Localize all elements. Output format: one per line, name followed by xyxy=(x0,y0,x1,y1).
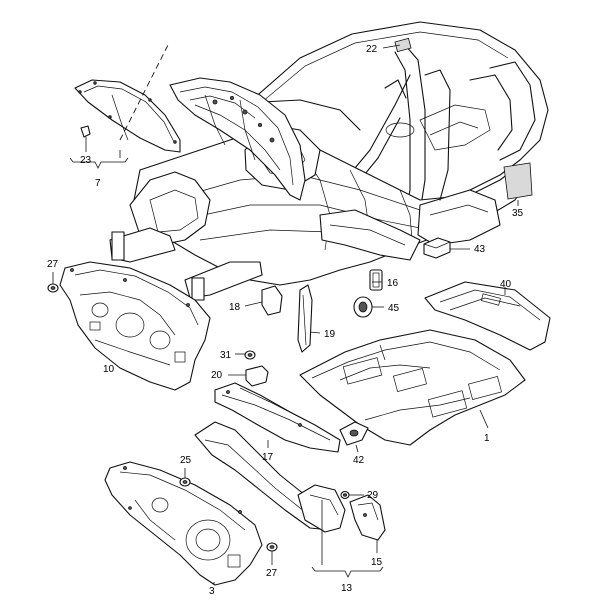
callout-18: 18 xyxy=(229,302,241,313)
callout-13: 13 xyxy=(341,583,353,594)
fastener-part-27-upper xyxy=(47,272,59,293)
fastener-part-25 xyxy=(179,468,191,487)
car-body-shell xyxy=(109,21,549,301)
callout-23: 23 xyxy=(80,155,92,166)
callout-45: 45 xyxy=(388,303,400,314)
leader-22 xyxy=(382,44,401,49)
grommet-part-42 xyxy=(339,421,369,453)
cowl-panel-part-17 xyxy=(214,382,341,453)
hood-panel xyxy=(169,77,306,201)
rear-carpet-part-40 xyxy=(424,281,551,351)
callout-42: 42 xyxy=(353,455,365,466)
bracket-part-18 xyxy=(244,285,283,316)
callout-27-upper: 27 xyxy=(47,259,59,270)
callout-31: 31 xyxy=(220,350,232,361)
callout-40: 40 xyxy=(500,279,512,290)
grommet-part-16 xyxy=(369,269,383,291)
seal-ring-part-45 xyxy=(353,296,384,318)
callout-25: 25 xyxy=(180,455,192,466)
callout-27-lower: 27 xyxy=(266,568,278,579)
callout-15: 15 xyxy=(371,557,383,568)
callout-16: 16 xyxy=(387,278,399,289)
callout-43: 43 xyxy=(474,244,486,255)
hood-insulation-mat xyxy=(74,79,181,153)
lower-plenum-part-13 xyxy=(194,421,386,541)
callout-17: 17 xyxy=(262,452,274,463)
fastener-part-29 xyxy=(340,490,364,500)
strip-part-19 xyxy=(297,284,321,353)
callout-22: 22 xyxy=(366,44,378,55)
callout-3: 3 xyxy=(209,586,215,597)
callout-1: 1 xyxy=(484,433,490,444)
callout-20: 20 xyxy=(211,370,223,381)
hood-dashed-line xyxy=(119,44,169,141)
callout-29: 29 xyxy=(367,490,379,501)
bracket-part-13 xyxy=(311,566,384,578)
pad-part-35 xyxy=(503,162,533,206)
firewall-insulation-part-10 xyxy=(59,261,211,391)
nut-part-31 xyxy=(235,350,256,360)
clip-part-20 xyxy=(228,365,269,387)
callout-7: 7 xyxy=(95,178,101,189)
fastener-part-27-lower xyxy=(266,542,278,565)
floor-carpet-part-1 xyxy=(299,329,526,446)
bracket-part-43 xyxy=(423,237,470,259)
callout-19: 19 xyxy=(324,329,336,340)
callout-10: 10 xyxy=(103,364,115,375)
callout-35: 35 xyxy=(512,208,524,219)
clip-part-23 xyxy=(80,125,91,152)
bracket-part-7 xyxy=(69,157,129,169)
